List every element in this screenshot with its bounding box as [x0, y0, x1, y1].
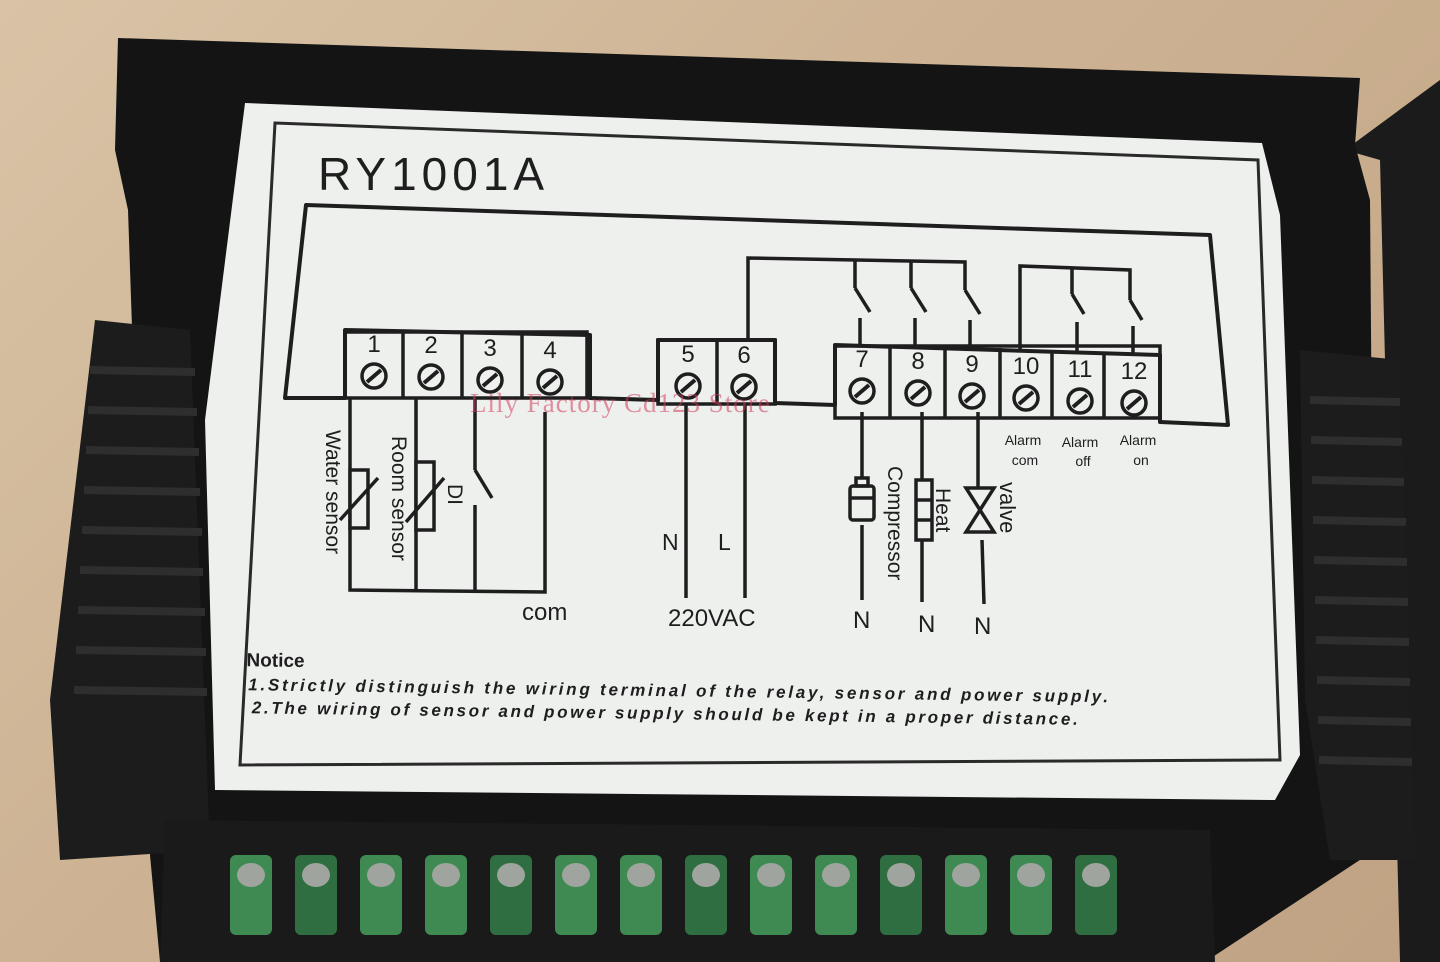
screw-icon — [536, 368, 564, 396]
terminal-number-3: 3 — [483, 335, 496, 362]
screw-icon — [1120, 389, 1148, 417]
heat-label: Heat — [931, 488, 954, 533]
terminal-number-12: 12 — [1121, 358, 1148, 385]
slot-screw-icon — [237, 863, 265, 887]
terminal-number-11: 11 — [1068, 356, 1093, 383]
wiring-diagram — [338, 256, 1162, 605]
neutral-label: N — [662, 529, 679, 555]
terminal-number-7: 7 — [855, 346, 868, 373]
screw-icon — [674, 372, 702, 400]
slot-screw-icon — [822, 863, 850, 887]
terminal-number-4: 4 — [543, 337, 556, 364]
slot-screw-icon — [952, 863, 980, 887]
voltage-label: 220VAC — [668, 605, 756, 632]
terminal-box-7-12 — [833, 344, 1162, 420]
compressor-label: Compressor — [883, 466, 906, 580]
terminal-slots — [230, 855, 1117, 935]
terminal-number-1: 1 — [367, 331, 380, 358]
slot-screw-icon — [1017, 863, 1045, 887]
terminal-number-5: 5 — [681, 341, 694, 368]
slot-screw-icon — [562, 863, 590, 887]
compressor-icon — [848, 476, 876, 522]
line-label: L — [718, 529, 731, 555]
slot-screw-icon — [1082, 863, 1110, 887]
screw-icon — [1066, 387, 1094, 415]
valve-icon — [962, 486, 998, 534]
slot-screw-icon — [692, 863, 720, 887]
terminal-number-10: 10 — [1013, 353, 1040, 380]
slot-screw-icon — [497, 863, 525, 887]
slot-screw-icon — [432, 863, 460, 887]
model-name: RY1001A — [318, 148, 549, 200]
slot-screw-icon — [367, 863, 395, 887]
terminal-block — [160, 820, 1215, 962]
neutral-7: N — [853, 607, 870, 634]
slot-screw-icon — [757, 863, 785, 887]
terminal-number-6: 6 — [737, 342, 750, 369]
slot-screw-icon — [302, 863, 330, 887]
screw-icon — [958, 382, 986, 410]
terminal-box-1-4 — [343, 330, 589, 400]
terminal-number-2: 2 — [424, 332, 437, 359]
screw-icon — [730, 373, 758, 401]
screw-icon — [360, 362, 388, 390]
di-label: DI — [443, 484, 466, 505]
water-sensor-label: Water sensor — [321, 430, 344, 554]
screw-icon — [848, 377, 876, 405]
terminal-number-9: 9 — [965, 351, 978, 378]
screw-icon — [476, 366, 504, 394]
terminal-screws — [360, 362, 1148, 417]
screw-icon — [1012, 384, 1040, 412]
heater-icon — [914, 478, 934, 542]
slot-screw-icon — [887, 863, 915, 887]
slot-screw-icon — [627, 863, 655, 887]
terminal-number-8: 8 — [911, 348, 924, 375]
screw-icon — [904, 379, 932, 407]
screw-icon — [417, 363, 445, 391]
neutral-9: N — [974, 613, 991, 640]
room-sensor-thermistor — [414, 460, 436, 532]
right-clip — [1300, 350, 1415, 860]
store-watermark: Lily Factory Cd123 Store — [470, 388, 771, 418]
room-sensor-label: Room sensor — [387, 436, 410, 561]
valve-label: valve — [995, 482, 1020, 533]
com-label: com — [522, 599, 567, 626]
notice-title: Notice — [246, 650, 304, 672]
left-clip — [50, 320, 210, 860]
neutral-8: N — [918, 611, 935, 638]
